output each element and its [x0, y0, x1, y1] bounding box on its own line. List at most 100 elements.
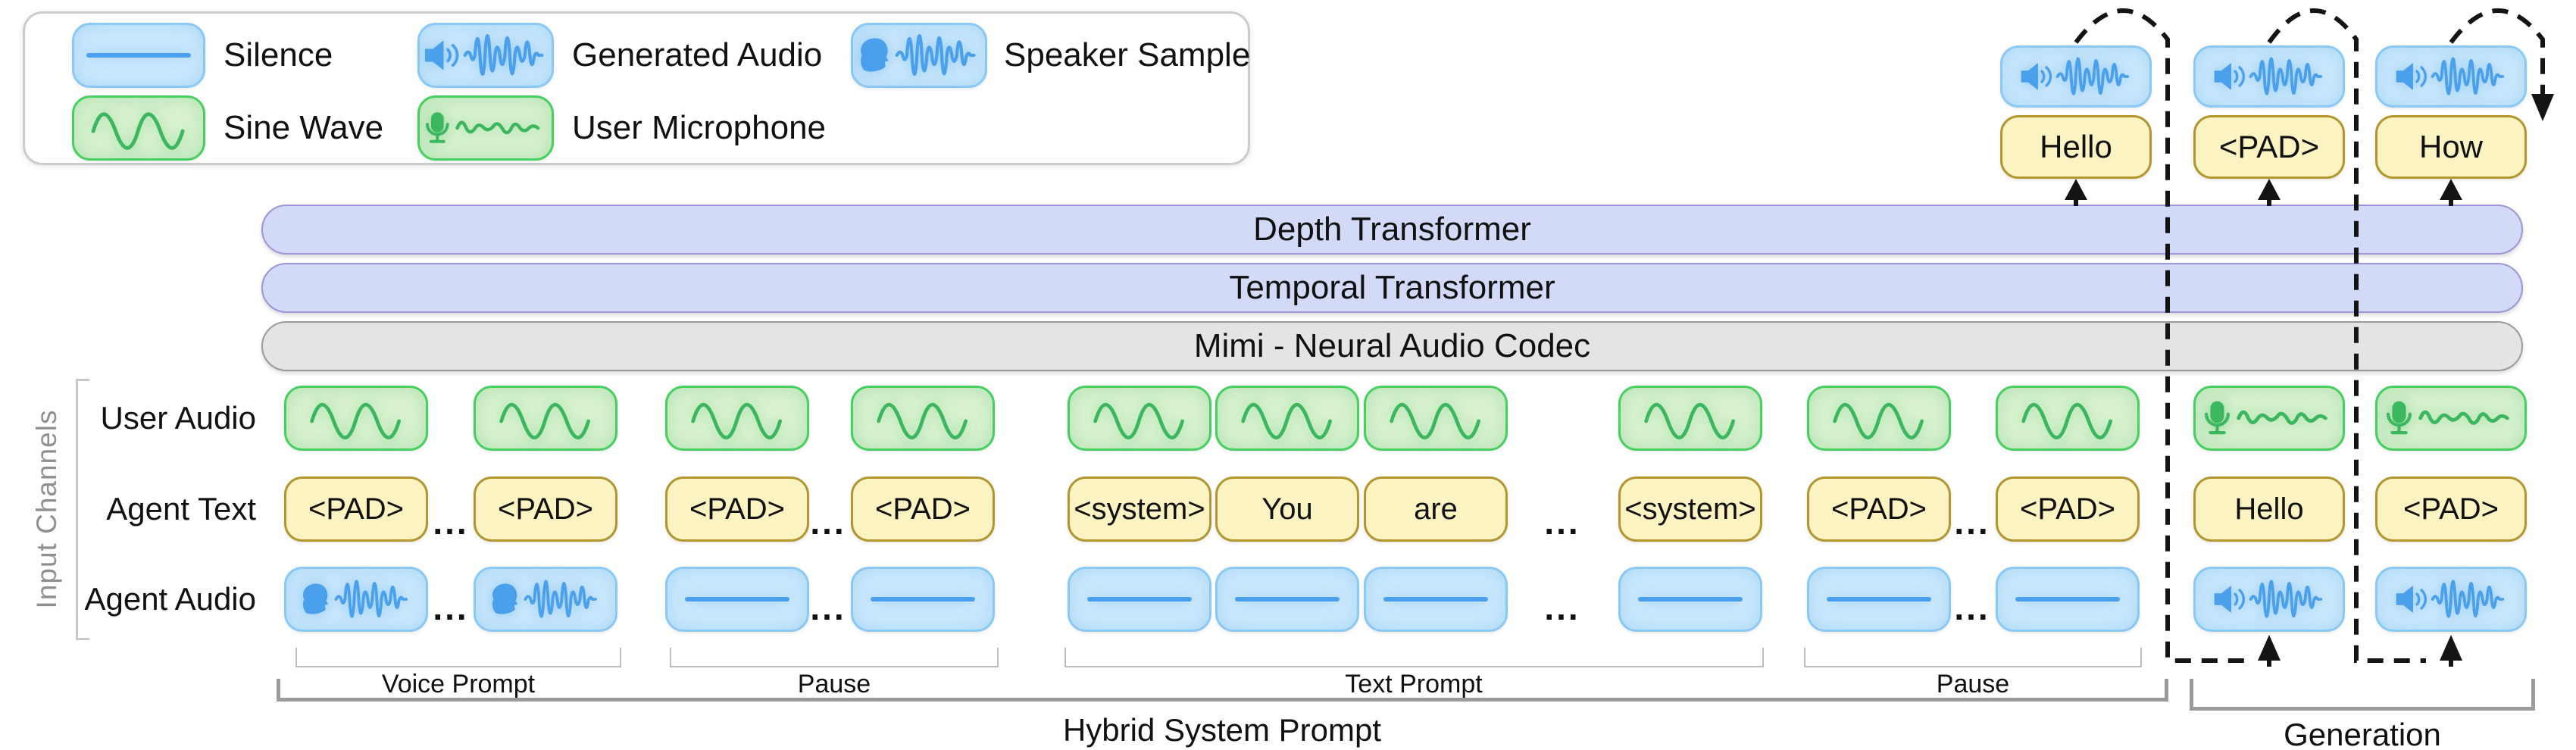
agent-audio-token [1068, 567, 1211, 632]
agent-text-token: <PAD> [2375, 477, 2527, 542]
agent-text-label: You [1261, 492, 1313, 526]
voice-prompt-bracket [295, 648, 621, 667]
generated-text-token: <PAD> [2193, 115, 2345, 179]
generated-audio-output-token [2375, 45, 2527, 108]
silence-icon [86, 48, 192, 62]
sine-wave-icon [1822, 390, 1936, 446]
agent-text-label: Hello [2234, 492, 2304, 526]
hybrid-system-prompt-label: Hybrid System Prompt [1062, 712, 1382, 748]
agent-text-token: <system> [1618, 477, 1762, 542]
user-audio-token [1996, 386, 2140, 451]
agent-text-token: You [1215, 477, 1359, 542]
user-microphone-icon [2205, 397, 2334, 439]
sine-wave-icon [1633, 390, 1747, 446]
agent-audio-token [284, 567, 428, 632]
speaker-sample-legend-swatch [851, 23, 987, 88]
legend-silence-label: Silence [224, 36, 333, 73]
user-audio-token [1364, 386, 1508, 451]
agent-text-token: are [1364, 477, 1508, 542]
ellipsis: ... [1954, 588, 1990, 627]
generated-audio-icon [2394, 580, 2504, 618]
agent-text-token: <PAD> [1807, 477, 1951, 542]
mimi-codec-label: Mimi - Neural Audio Codec [1193, 327, 1591, 364]
depth-transformer-bar: Depth Transformer [261, 205, 2523, 255]
voice-prompt-label: Voice Prompt [381, 670, 536, 698]
agent-audio-token [1364, 567, 1508, 632]
ellipsis: ... [433, 502, 469, 542]
silence-icon [684, 592, 790, 606]
agent-text-label: <PAD> [498, 492, 593, 526]
ellipsis: ... [1544, 588, 1580, 627]
ellipsis: ... [810, 588, 846, 627]
generated-audio-icon [2019, 57, 2129, 95]
agent-audio-token [1996, 567, 2140, 632]
sine-wave-icon [86, 99, 192, 157]
silence-icon [1234, 592, 1340, 606]
agent-text-token: <system> [1068, 477, 1211, 542]
legend-sine-wave-label: Sine Wave [224, 109, 384, 146]
agent-text-token: <PAD> [474, 477, 617, 542]
legend-user-microphone-label: User Microphone [572, 109, 827, 146]
row-label-agent-text: Agent Text [106, 491, 256, 527]
generated-audio-output-token [2000, 45, 2152, 108]
sine-wave-icon [1230, 390, 1344, 446]
agent-text-label: <system> [1074, 492, 1205, 526]
generated-text-token: Hello [2000, 115, 2152, 179]
temporal-transformer-label: Temporal Transformer [1229, 269, 1555, 306]
silence-icon [1826, 592, 1932, 606]
user-audio-token [665, 386, 809, 451]
pause-bracket [1804, 648, 2142, 667]
agent-text-token: <PAD> [1996, 477, 2140, 542]
input-channels-bracket [76, 379, 89, 640]
speaker-sample-icon [492, 580, 597, 618]
user-microphone-legend-swatch [417, 95, 554, 161]
agent-audio-token [2193, 567, 2345, 632]
text-prompt-bracket [1064, 648, 1764, 667]
generation-label: Generation [2284, 717, 2441, 750]
sine-wave-icon [680, 390, 794, 446]
agent-text-token: <PAD> [284, 477, 428, 542]
agent-text-label: <PAD> [689, 492, 785, 526]
user-audio-token [851, 386, 995, 451]
agent-text-label: <system> [1624, 492, 1756, 526]
user-audio-token [1215, 386, 1359, 451]
agent-text-label: <PAD> [2020, 492, 2115, 526]
agent-text-label: <PAD> [308, 492, 404, 526]
user-audio-token [2193, 386, 2345, 451]
agent-audio-token [851, 567, 995, 632]
sine-wave-icon [2011, 390, 2124, 446]
generated-audio-output-token [2193, 45, 2345, 108]
agent-text-token: <PAD> [851, 477, 995, 542]
generated-audio-icon [2212, 580, 2322, 618]
depth-transformer-label: Depth Transformer [1253, 211, 1531, 248]
legend-box: Silence Generated Audio Speaker Sample S… [23, 11, 1250, 165]
sine-wave-icon [1083, 390, 1196, 446]
generated-audio-legend-swatch [417, 23, 554, 88]
silence-legend-swatch [72, 23, 205, 88]
speaker-sample-icon [861, 25, 980, 86]
agent-text-token: <PAD> [665, 477, 809, 542]
silence-icon [870, 592, 976, 606]
user-audio-token [1618, 386, 1762, 451]
generated-text-label: How [2418, 129, 2484, 164]
generated-audio-icon [2394, 57, 2504, 95]
sine-wave-icon [489, 390, 602, 446]
agent-audio-token [1215, 567, 1359, 632]
row-label-agent-audio: Agent Audio [84, 581, 256, 617]
agent-text-label: <PAD> [2403, 492, 2499, 526]
legend-speaker-sample-label: Speaker Sample [1004, 36, 1251, 73]
speaker-sample-icon [302, 580, 408, 618]
agent-text-label: <PAD> [875, 492, 971, 526]
sine-wave-icon [1379, 390, 1493, 446]
generation-bracket [2190, 679, 2535, 711]
agent-audio-token [1807, 567, 1951, 632]
pause-label: Pause [1936, 670, 2010, 698]
legend-generated-audio-label: Generated Audio [572, 36, 823, 73]
silence-icon [1086, 592, 1193, 606]
pause-label: Pause [797, 670, 871, 698]
agent-text-label: <PAD> [1831, 492, 1927, 526]
agent-audio-token [2375, 567, 2527, 632]
generated-text-label: Hello [2040, 129, 2112, 164]
user-microphone-icon [426, 111, 546, 143]
